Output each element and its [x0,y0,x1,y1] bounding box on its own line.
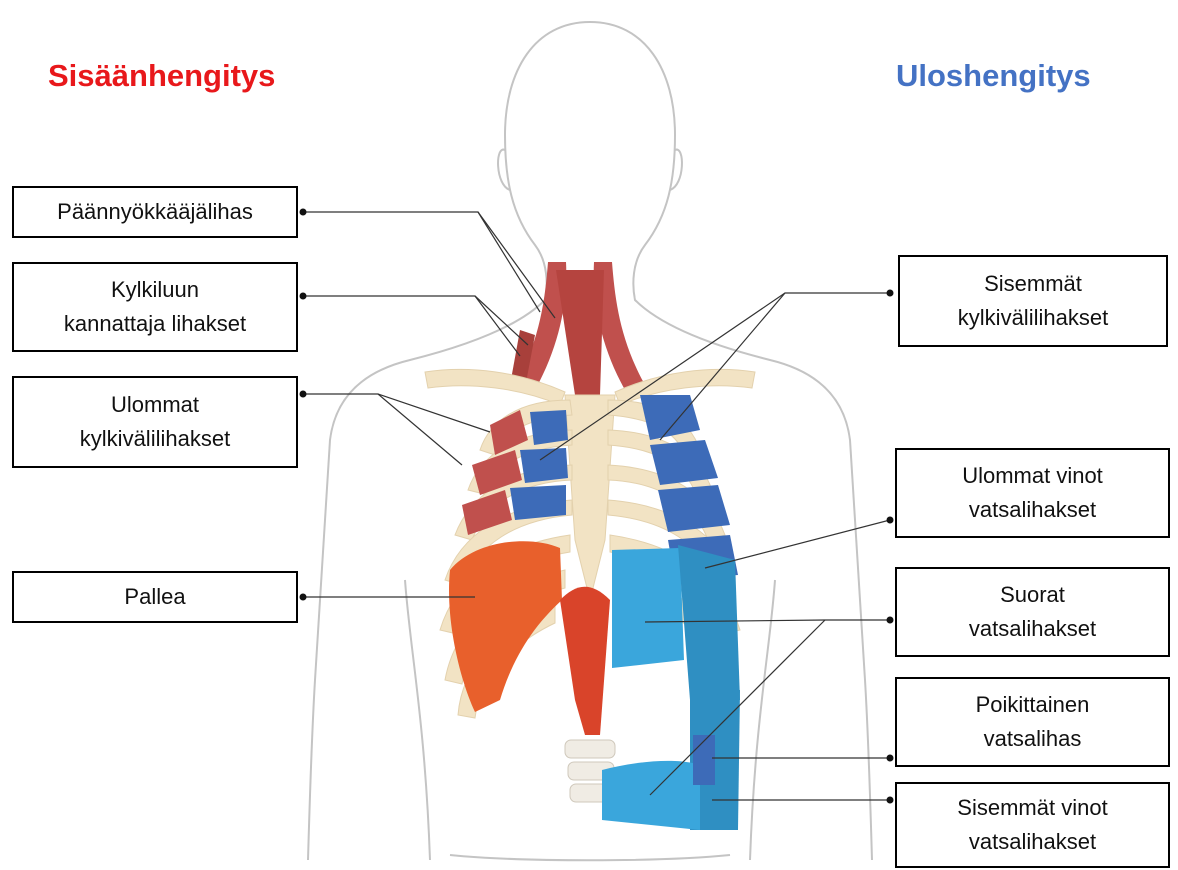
label-text: Poikittainen [976,688,1090,722]
label-text: Sisemmät [984,267,1082,301]
neck-muscles [510,262,645,395]
label-text: Sisemmät vinot [957,791,1107,825]
label-rectus-abdominis: Suorat vatsalihakset [895,567,1170,657]
label-scalenes: Kylkiluun kannattaja lihakset [12,262,298,352]
label-text: kannattaja lihakset [64,307,246,341]
label-text: vatsalihakset [969,493,1096,527]
label-internal-intercostals: Sisemmät kylkivälilihakset [898,255,1168,347]
exhale-heading: Uloshengitys [896,58,1091,94]
label-text: vatsalihakset [969,825,1096,859]
label-text: Päännyökkääjälihas [57,195,253,229]
label-external-intercostals: Ulommat kylkivälilihakset [12,376,298,468]
label-text: vatsalihas [984,722,1082,756]
label-sternocleidomastoid: Päännyökkääjälihas [12,186,298,238]
label-text: kylkivälilihakset [80,422,230,456]
label-external-obliques: Ulommat vinot vatsalihakset [895,448,1170,538]
label-text: Pallea [124,580,185,614]
label-text: kylkivälilihakset [958,301,1108,335]
label-text: Kylkiluun [111,273,199,307]
label-text: vatsalihakset [969,612,1096,646]
label-internal-obliques: Sisemmät vinot vatsalihakset [895,782,1170,868]
label-text: Suorat [1000,578,1065,612]
inhale-heading: Sisäänhengitys [48,58,275,94]
label-text: Ulommat [111,388,199,422]
abdominal-muscles [602,545,740,830]
label-text: Ulommat vinot [962,459,1103,493]
label-transversus-abdominis: Poikittainen vatsalihas [895,677,1170,767]
label-diaphragm: Pallea [12,571,298,623]
